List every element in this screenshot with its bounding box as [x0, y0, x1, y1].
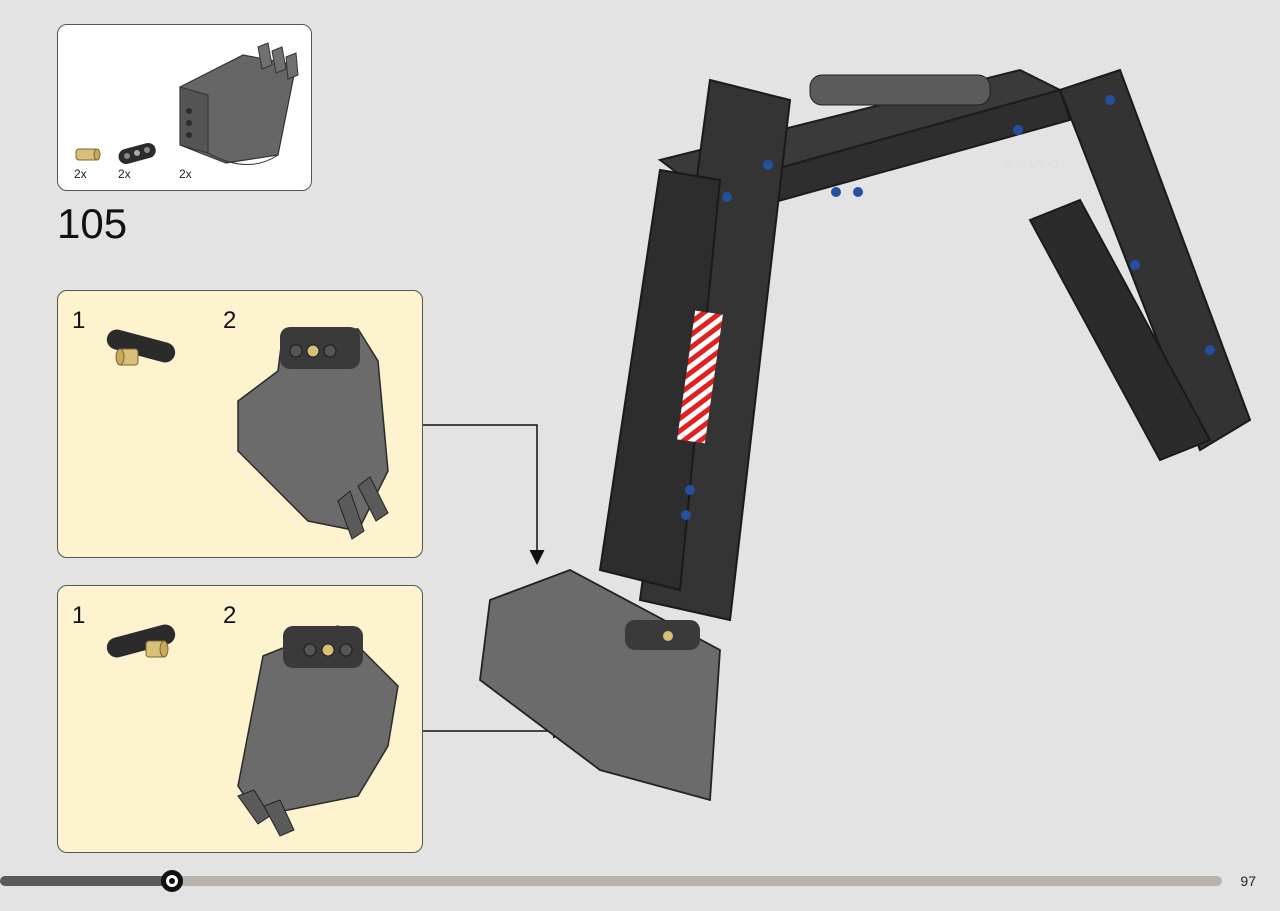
- substep-box-2: 1 2: [57, 585, 423, 853]
- substep-box-1: 1 2: [57, 290, 423, 558]
- liftarm-icon: [118, 143, 156, 164]
- warning-stripe: [677, 310, 723, 444]
- hydraulic-cylinder-icon: [809, 74, 991, 106]
- substep-2-illustration: [106, 624, 399, 837]
- bucket-icon: [179, 42, 299, 165]
- callout-arrow-1: [423, 424, 545, 565]
- pin-holes: [681, 95, 1215, 520]
- brand-text: VOLVO: [1005, 157, 1061, 171]
- stick-arm: [598, 78, 792, 622]
- substep-2-label-1: 1: [72, 602, 86, 629]
- right-boom-segment: [1028, 68, 1252, 462]
- parts-list-box: 2x 2x 2x: [57, 24, 312, 191]
- progress-fill: [0, 876, 170, 886]
- substep-1-label-1: 1: [72, 307, 86, 334]
- bucket-icon: [237, 327, 389, 540]
- liftarm-with-pin-icon: [106, 329, 176, 366]
- step-number: 105: [57, 200, 128, 247]
- page-number: 97: [1240, 873, 1256, 889]
- tan-pin-icon: [75, 148, 101, 161]
- qty-liftarm: 2x: [118, 167, 131, 181]
- bucket-icon: [237, 625, 399, 837]
- substep-1-illustration: [106, 327, 389, 540]
- main-bucket: [479, 569, 721, 802]
- parts-illustration: [75, 42, 299, 165]
- liftarm-with-pin-icon: [106, 624, 176, 658]
- qty-tan-pin: 2x: [74, 167, 87, 181]
- substep-1-label-2: 2: [223, 307, 237, 334]
- upper-boom: VOLVO: [657, 68, 1072, 222]
- gear-icon: [161, 870, 183, 892]
- progress-bar: [0, 870, 1222, 892]
- substep-2-label-2: 2: [223, 602, 237, 629]
- progress-track: [0, 876, 1222, 886]
- qty-bucket: 2x: [179, 167, 192, 181]
